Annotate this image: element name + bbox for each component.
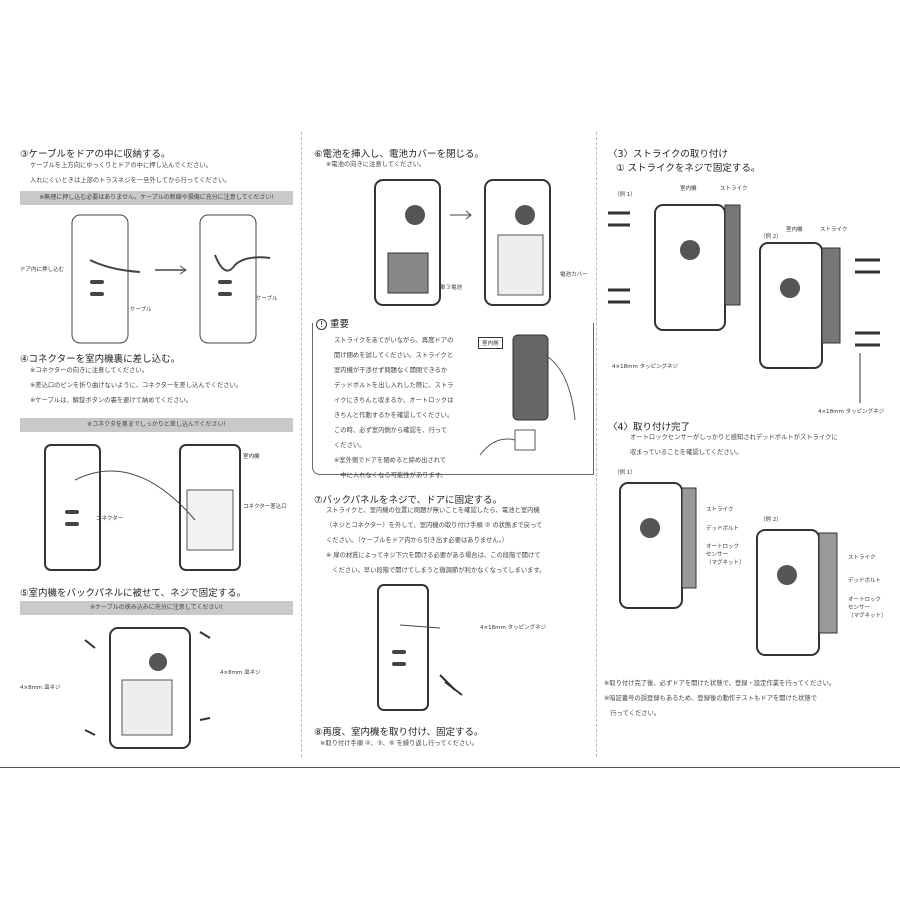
label-screw: 4×8mm 皿ネジ bbox=[220, 670, 261, 676]
column-divider bbox=[301, 132, 302, 757]
example2-label: （例 2） bbox=[760, 234, 782, 240]
strike-example2-illustration bbox=[759, 242, 880, 403]
section4-notes: ※取り付け完了後、必ずドアを開けた状態で、登録・設定作業を行ってください。 ※暗… bbox=[604, 676, 835, 721]
strike-example1-illustration bbox=[608, 204, 741, 331]
label-strike: ストライク bbox=[820, 227, 848, 233]
section4-line: 収まっていることを確認してください。 bbox=[630, 449, 743, 456]
cable-storage-illustration bbox=[71, 214, 271, 344]
important-heading: 重要 bbox=[330, 319, 350, 330]
complete-example2-illustration bbox=[756, 529, 838, 656]
section3-title: 〈3〉ストライクの取り付け bbox=[608, 149, 728, 160]
step6-title: ⑥電池を挿入し、電池カバーを閉じる。 bbox=[314, 149, 485, 160]
important-text: ストライクをあてがいながら、再度ドアの 開け閉めを試してください。ストライクと … bbox=[334, 333, 453, 483]
step3-title: ③ケーブルをドアの中に収納する。 bbox=[20, 149, 171, 160]
step3-line: ケーブルを上方向にゆっくりとドアの中に押し込んでください。 bbox=[30, 162, 212, 169]
step5-warning: ※ケーブルの挟み込みに充分に注意してください! bbox=[20, 601, 293, 615]
label-push-into-door: ドア内に押し込む bbox=[20, 267, 65, 273]
label-indoor-unit: 室内機 bbox=[786, 227, 803, 233]
label-battery: 単３電池 bbox=[440, 285, 463, 291]
step4-title: ④コネクターを室内機裏に差し込む。 bbox=[20, 354, 181, 365]
step7-line: ※ 扉の材質によってネジ下穴を開ける必要がある場合は、この段階で開けて bbox=[326, 552, 541, 559]
example2-label: （例 2） bbox=[760, 517, 782, 523]
important-box bbox=[312, 323, 594, 475]
label-deadbolt: デッドボルト bbox=[706, 526, 740, 532]
label-cable: ケーブル bbox=[256, 296, 278, 302]
note-line: ※暗証番号の誤登録もあるため、登録後の動作テストもドアを開けた状態で bbox=[604, 695, 818, 702]
connector-illustration bbox=[44, 444, 241, 571]
important-line: 室内機が干渉せず問題なく開閉できるか bbox=[334, 367, 448, 374]
important-line: ※室外側でドアを閉めると締め出されて bbox=[334, 457, 447, 464]
page-bottom-rule bbox=[0, 767, 900, 768]
label-connector: コネクター bbox=[96, 516, 124, 522]
label-tapping-screw: 4×18mm タッピングネジ bbox=[612, 364, 679, 370]
label-cable: ケーブル bbox=[130, 307, 152, 313]
label-deadbolt: デッドボルト bbox=[848, 578, 882, 584]
step4-warning: ※コネクタを奥までしっかりと差し込んでください! bbox=[20, 418, 293, 432]
column-divider bbox=[596, 132, 597, 757]
step7-text: ストライクと、室内機の位置に問題が無いことを確認したら、電池と室内機 （ネジとコ… bbox=[326, 503, 545, 578]
complete-example1-illustration bbox=[619, 482, 697, 609]
step5-title: ⑤室内機をバックパネルに被せて、ネジで固定する。 bbox=[20, 588, 247, 599]
step4-line: ※差込口のピンを折り曲げないように、コネクターを差し込んでください。 bbox=[30, 382, 243, 389]
exclamation-icon: ! bbox=[316, 319, 327, 330]
step8-line: ※取り付け手順 ④、⑤、⑥ を繰り返し行ってください。 bbox=[320, 740, 478, 747]
label-indoor-unit: 室内機 bbox=[680, 186, 697, 192]
label-screw: 4×8mm 皿ネジ bbox=[20, 685, 61, 691]
step7-line: ください。（ケーブルをドア内から引き出す必要はありません。） bbox=[326, 537, 509, 544]
step3-warning: ※無理に押し込む必要はありません。ケーブルの断線や損傷に充分に注意してください! bbox=[20, 191, 293, 205]
step7-line: ストライクと、室内機の位置に問題が無いことを確認したら、電池と室内機 bbox=[326, 507, 540, 514]
door-check-illustration bbox=[479, 334, 576, 456]
label-connector-port: コネクター差込口 bbox=[243, 504, 287, 510]
label-strike: ストライク bbox=[848, 555, 876, 561]
label-strike: ストライク bbox=[720, 186, 748, 192]
label-tapping-screw: 4×18mm タッピングネジ bbox=[818, 409, 885, 415]
step7-line: （ネジとコネクター）を外して、室内機の取り付け手順 ② の状態まで戻って bbox=[326, 522, 543, 529]
step4-line: ※コネクターの向きに注意してください。 bbox=[30, 367, 148, 374]
important-title: ! 重要 bbox=[316, 316, 354, 330]
step4-line: ※ケーブルは、解錠ボタンの裏を避けて納めてください。 bbox=[30, 397, 193, 404]
step3-line: 入れにくいときは上部のトラスネジを一旦外してから行ってください。 bbox=[30, 177, 231, 184]
section4-line: オートロックセンサーがしっかりと感知されデッドボルトがストライクに bbox=[630, 434, 838, 441]
step7-title: ⑦バックパネルをネジで、ドアに固定する。 bbox=[314, 495, 503, 506]
step6-line: ※電池の向きに注意してください。 bbox=[326, 161, 426, 168]
label-battery-cover: 電池カバー bbox=[560, 272, 588, 278]
important-line: 開け閉めを試してください。ストライクと bbox=[334, 352, 454, 359]
back-panel-illustration bbox=[377, 584, 463, 711]
label-tapping-screw: 4×18mm タッピングネジ bbox=[480, 625, 547, 631]
important-line: イクにきちんと収まるか、オートロックは bbox=[334, 397, 454, 404]
note-line: ※取り付け完了後、必ずドアを開けた状態で、登録・設定作業を行ってください。 bbox=[604, 680, 836, 687]
section3-subtitle: ① ストライクをネジで固定する。 bbox=[616, 163, 761, 174]
note-line: 行ってください。 bbox=[604, 710, 661, 717]
label-indoor-unit: 室内機 bbox=[243, 454, 260, 460]
label-autolock-sensor: オートロック センサー （マグネット） bbox=[706, 544, 745, 566]
step8-title: ⑧再度、室内機を取り付け、固定する。 bbox=[314, 727, 484, 738]
important-line: 中に入れなくなる可能性があります。 bbox=[334, 472, 447, 479]
example1-label: （例 1） bbox=[614, 192, 636, 198]
indoor-side-badge: 室内側 bbox=[478, 337, 503, 349]
label-autolock-sensor: オートロック センサー （マグネット） bbox=[848, 597, 887, 619]
important-line: デッドボルトを出し入れした際に、ストラ bbox=[334, 382, 454, 389]
important-line: きちんと作動するかを確認してください。 bbox=[334, 412, 454, 419]
section4-title: 〈4〉取り付け完了 bbox=[608, 422, 691, 433]
example1-label: （例 1） bbox=[614, 470, 636, 476]
important-line: ください。 bbox=[334, 442, 366, 449]
step7-line: ください。早い段階で開けてしまうと微調節が利かなくなってしまいます。 bbox=[326, 567, 546, 574]
battery-illustration bbox=[374, 179, 551, 306]
important-line: この時、必ず室内側から確認を、行って bbox=[334, 427, 448, 434]
indoor-unit-mounting-illustration bbox=[84, 627, 211, 749]
label-strike: ストライク bbox=[706, 507, 734, 513]
important-line: ストライクをあてがいながら、再度ドアの bbox=[334, 337, 454, 344]
